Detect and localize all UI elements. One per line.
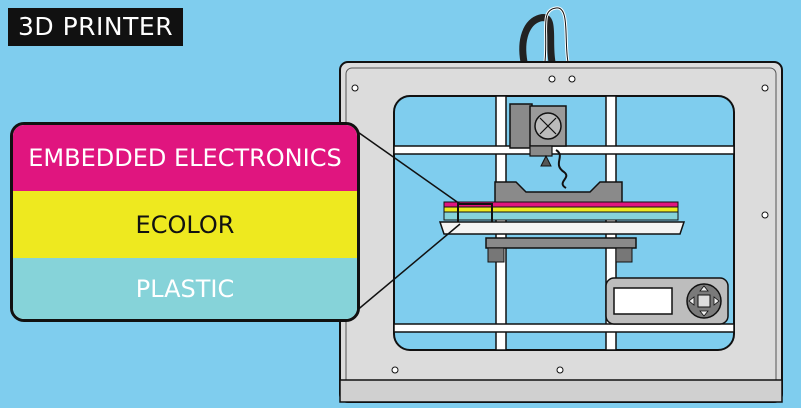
control-pad-icon [686, 283, 722, 319]
build-plate [438, 221, 686, 263]
filament-tube-icon [519, 6, 570, 63]
zoom-lines [354, 129, 461, 313]
printed-object [443, 201, 679, 225]
layer-label: PLASTIC [135, 274, 235, 303]
diagram-title: 3D PRINTER [8, 8, 184, 46]
layer-embedded-electronics: EMBEDDED ELECTRONICS [13, 125, 357, 191]
layer-label: EMBEDDED ELECTRONICS [28, 144, 342, 172]
layer-callout: EMBEDDED ELECTRONICS ECOLOR PLASTIC [10, 122, 360, 322]
layer-ecolor: ECOLOR [13, 191, 357, 258]
nozzle-icon [509, 103, 568, 189]
layer-label: ECOLOR [135, 210, 235, 239]
layer-plastic: PLASTIC [13, 258, 357, 319]
